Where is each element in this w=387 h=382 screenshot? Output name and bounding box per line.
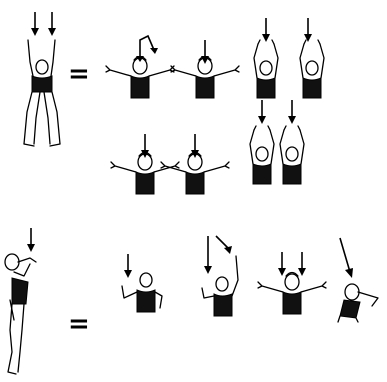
source-figure-row-1 bbox=[24, 12, 60, 146]
down-arrow-icon bbox=[262, 18, 270, 42]
down-arrow-icon bbox=[201, 40, 209, 64]
arms-out-pose bbox=[111, 134, 179, 194]
arms-out-pose bbox=[161, 134, 229, 194]
down-arrow-icon bbox=[288, 100, 296, 124]
hands-overhead-pose bbox=[280, 100, 304, 184]
person-figure-icon bbox=[5, 254, 36, 374]
one-arm-raised-pose bbox=[106, 36, 174, 98]
down-arrow-icon bbox=[48, 12, 56, 36]
hands-overhead-pose bbox=[250, 100, 274, 184]
person-figure-icon bbox=[24, 40, 60, 146]
down-arrow-icon bbox=[298, 252, 306, 276]
hands-overhead-pose bbox=[300, 18, 324, 98]
diagonal-arrow-pose bbox=[202, 236, 238, 316]
side-lean-pose bbox=[338, 238, 378, 322]
down-arrow-icon bbox=[258, 100, 266, 124]
single-down-arrow-pose bbox=[171, 40, 239, 98]
hands-overhead-pose bbox=[254, 18, 278, 98]
arms-out-pose bbox=[258, 252, 326, 314]
right-arm-up-pose bbox=[122, 254, 162, 312]
equals-sign-row-2: = bbox=[68, 309, 90, 339]
result-figures-row-2 bbox=[122, 236, 378, 322]
result-figures-row-1 bbox=[106, 18, 324, 194]
down-arrow-icon bbox=[27, 228, 35, 252]
down-arrow-icon bbox=[278, 252, 286, 276]
source-figure-row-2 bbox=[5, 228, 36, 374]
down-arrow-icon bbox=[124, 254, 132, 278]
down-arrow-icon bbox=[31, 12, 39, 36]
down-arrow-icon bbox=[304, 18, 312, 42]
equals-sign-row-1: = bbox=[68, 59, 90, 89]
